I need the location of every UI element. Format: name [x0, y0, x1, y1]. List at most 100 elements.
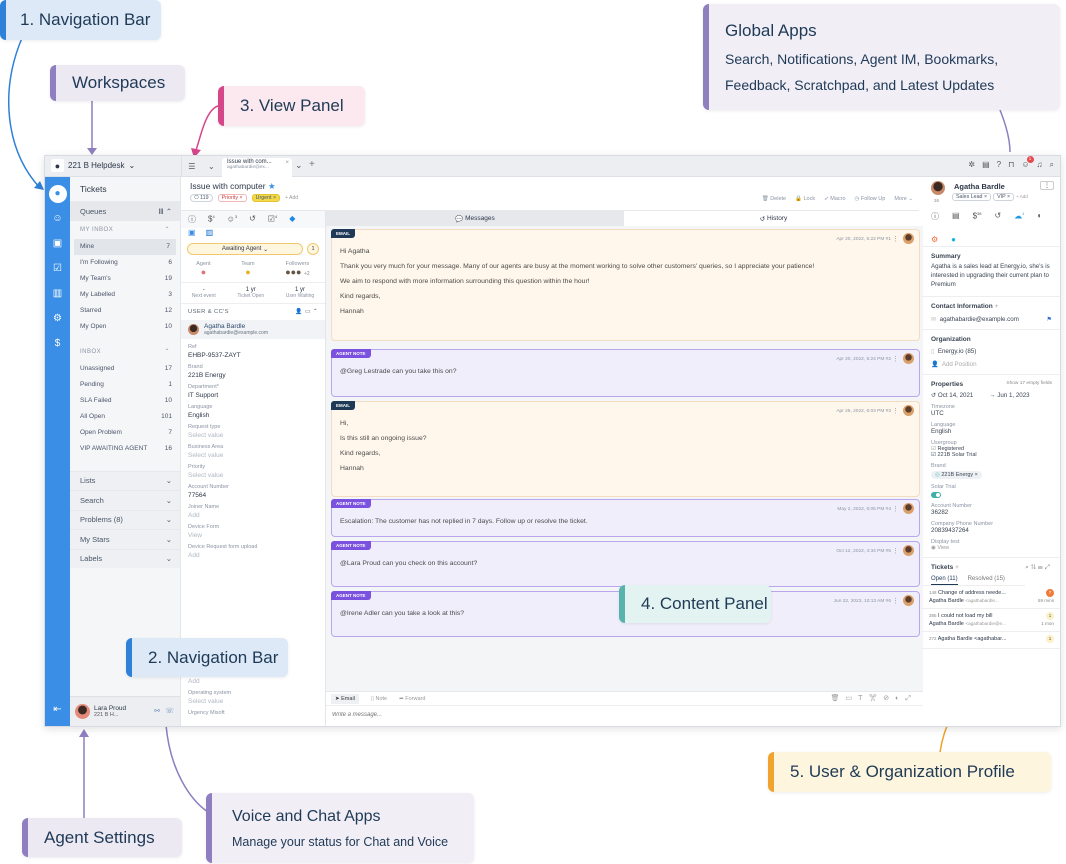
tab-open[interactable]: Open (11)	[931, 576, 958, 585]
scratchpad-icon[interactable]: ▤	[982, 160, 990, 169]
display-view-link[interactable]: ◉ View	[931, 544, 950, 551]
field-value[interactable]: Add	[188, 512, 200, 519]
tab-history[interactable]: ↺ History	[624, 211, 923, 226]
add-contact-icon[interactable]: +	[994, 302, 999, 310]
trello-icon[interactable]: ▥	[205, 228, 214, 237]
usergroup-solar-trial[interactable]: ☑ 221B Solar Trial	[931, 451, 977, 458]
message-menu-icon[interactable]: ⋮	[892, 356, 899, 363]
settings-icon[interactable]: ⚙	[53, 313, 62, 324]
message-menu-icon[interactable]: ⋮	[892, 236, 899, 243]
search-icon[interactable]: ⌕	[1049, 160, 1054, 169]
field-value[interactable]: View	[188, 532, 202, 539]
hubspot-icon[interactable]: ⚙	[931, 235, 939, 244]
nav-section[interactable]: My Stars⌄	[70, 529, 180, 549]
add-position-button[interactable]: Add Position	[941, 360, 977, 368]
nav-section[interactable]: Labels⌄	[70, 548, 180, 568]
follow-up-button[interactable]: ◷ Follow Up	[854, 196, 886, 202]
tag-vip[interactable]: VIP ×	[993, 193, 1015, 201]
add-tag-button[interactable]: + Add	[1016, 194, 1028, 199]
chat-status-icon[interactable]: ⚯	[154, 708, 160, 715]
macro-button[interactable]: ➶ Macro	[824, 196, 846, 202]
field-value[interactable]: Add	[188, 678, 200, 685]
close-icon[interactable]: ×	[285, 160, 289, 166]
field-value[interactable]: IT Support	[188, 392, 219, 399]
zendesk-icon[interactable]: ●	[951, 235, 957, 244]
tab-resolved[interactable]: Resolved (15)	[967, 575, 1005, 582]
ticket-list-item[interactable]: 272 Agatha Bardle <agathabar...1	[923, 632, 1060, 649]
reply-tab-forward[interactable]: ➦ Forward	[399, 695, 426, 702]
tickets-tools-icons[interactable]: ⌕⇅☰⤢	[1025, 563, 1052, 571]
nav-section[interactable]: Problems (8)⌄	[70, 509, 180, 529]
feedback-icon[interactable]: ?	[996, 160, 1002, 169]
tab-messages[interactable]: 💬 Messages	[326, 211, 624, 226]
tabs-overflow-chevron-icon[interactable]: ⌄	[295, 160, 303, 170]
ticket-list-item[interactable]: 148 Change of address neede...7 Agatha B…	[923, 586, 1060, 609]
message-menu-icon[interactable]: ⋮	[892, 548, 899, 555]
reply-toolbar-icons[interactable]: 🗑▭T✂⊘◐⤢	[830, 695, 917, 702]
more-options-icon[interactable]: ⋮	[1040, 181, 1054, 190]
field-value[interactable]: Add	[188, 552, 200, 559]
agent-im-icon[interactable]: ☺1	[1021, 156, 1034, 170]
agent-assignee[interactable]: Agent●	[196, 261, 210, 277]
info-tab-icon[interactable]: ⓘ	[188, 215, 196, 224]
followers[interactable]: Followers●●● +2	[285, 261, 310, 277]
reply-tab-note[interactable]: ▯ Note	[370, 695, 388, 702]
billing-tab-icon[interactable]: $38	[972, 211, 982, 221]
reply-tab-email[interactable]: ➤ Email	[331, 693, 359, 704]
tasks-tab-icon[interactable]: ☑4	[267, 214, 278, 224]
field-value[interactable]: English	[188, 412, 210, 419]
message-input[interactable]	[326, 706, 923, 724]
history-tab-icon[interactable]: ↺	[994, 211, 1002, 220]
integration-icon[interactable]: ◐	[1037, 211, 1043, 220]
integration-icon[interactable]: ▣	[188, 228, 196, 237]
team-assignee[interactable]: Team●	[241, 261, 254, 277]
tickets-app-icon[interactable]: ●	[45, 181, 70, 206]
field-value[interactable]: 77564	[188, 492, 207, 499]
info-tab-icon[interactable]: ⓘ	[931, 212, 939, 221]
delete-button[interactable]: 🗑 Delete	[761, 196, 787, 202]
message-menu-icon[interactable]: ⋮	[892, 408, 899, 415]
view-panel-toggle[interactable]: ☰⌄	[181, 156, 221, 177]
add-label-button[interactable]: + Add	[285, 195, 299, 201]
new-tab-plus-icon[interactable]: +	[309, 159, 315, 170]
usergroup-registered[interactable]: ☑ Registered	[931, 445, 965, 452]
field-value[interactable]: Select value	[188, 452, 224, 459]
star-icon[interactable]: ★	[267, 181, 276, 191]
users-tab-icon[interactable]: ☺3	[226, 214, 238, 224]
field-value[interactable]: Select value	[188, 698, 224, 705]
flag-icon[interactable]: ⚑	[1046, 315, 1052, 323]
reports-icon[interactable]: ▥	[52, 288, 63, 299]
label-urgent[interactable]: Urgent ×	[251, 194, 281, 202]
show-empty-fields-link[interactable]: Show 17 empty fields	[1006, 380, 1052, 386]
more-button[interactable]: More ⌄	[894, 196, 913, 202]
field-value[interactable]: 221B Energy	[188, 372, 226, 379]
solar-trial-toggle[interactable]	[931, 491, 941, 498]
label-priority[interactable]: Priority ×	[217, 194, 247, 202]
bell-icon[interactable]: ♫	[1036, 160, 1043, 169]
voice-status-icon[interactable]: ☏	[165, 708, 174, 715]
tag-sales-lead[interactable]: Sales Lead ×	[952, 193, 992, 201]
add-ticket-icon[interactable]: +	[955, 563, 959, 571]
tasks-icon[interactable]: ☑	[53, 263, 62, 274]
message-menu-icon[interactable]: ⋮	[892, 598, 899, 605]
brand-chip[interactable]: ◎ 221B Energy ×	[931, 470, 982, 479]
workspace-switcher[interactable]: ● 221 B Helpdesk ⌄	[51, 159, 135, 172]
users-icon[interactable]: ☺	[52, 213, 63, 224]
lock-button[interactable]: 🔒 Lock	[795, 196, 816, 202]
status-dropdown[interactable]: Awaiting Agent ⌄	[187, 243, 303, 255]
field-value[interactable]: Select value	[188, 432, 224, 439]
